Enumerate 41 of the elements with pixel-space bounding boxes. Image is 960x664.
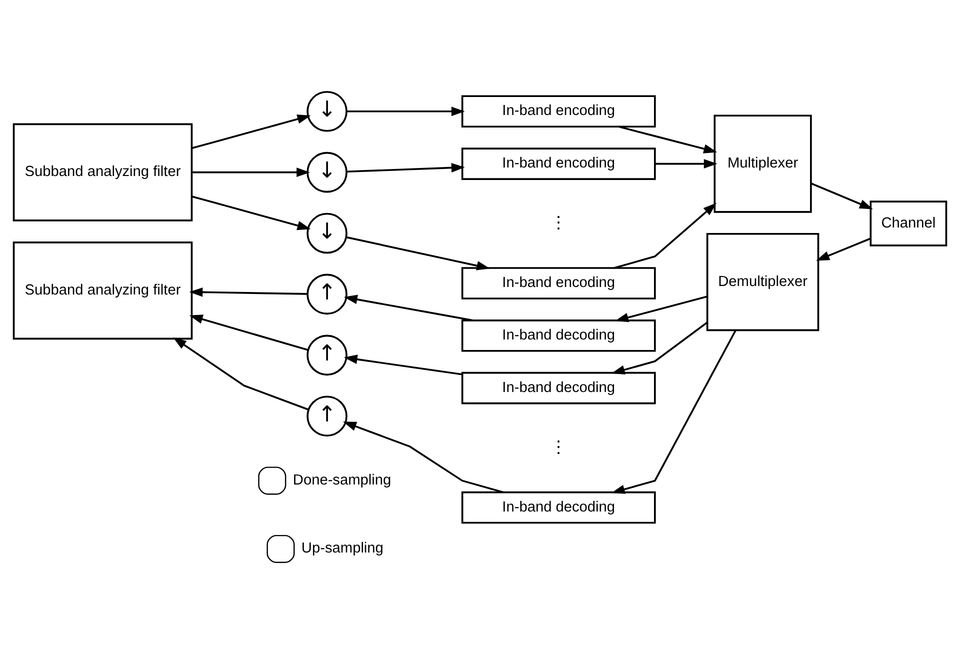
- legend-label: Done-sampling: [292, 472, 392, 488]
- arrow: [346, 236, 490, 270]
- node-circle: ↓: [306, 212, 348, 254]
- node-box: Subband analyzing filter: [12, 123, 193, 222]
- arrow: [344, 294, 474, 322]
- node-circle: ↓: [306, 90, 348, 132]
- arrow: [192, 196, 311, 230]
- arrow: [614, 296, 708, 322]
- node-circle: ↑: [306, 274, 348, 315]
- arrow: [816, 238, 871, 261]
- arrow: [192, 168, 310, 178]
- arrow: [655, 159, 718, 168]
- node-box: In-band encoding: [461, 148, 656, 180]
- arrow: [810, 182, 873, 210]
- node-box: In-band decoding: [461, 491, 656, 524]
- arrow: [611, 330, 736, 494]
- node-box: Subband analyzing filter: [12, 242, 193, 340]
- arrow: [344, 354, 462, 376]
- arrow: [346, 106, 465, 116]
- arrow: [346, 163, 465, 173]
- arrow: [614, 202, 717, 269]
- node-circle: ↑: [306, 334, 348, 376]
- arrow: [189, 314, 308, 351]
- arrow: [173, 337, 309, 410]
- node-circle: ↑: [306, 396, 348, 437]
- legend-label: Up-sampling: [301, 540, 384, 557]
- node-circle: ↓: [306, 152, 348, 193]
- label: ⋮: [550, 213, 568, 232]
- arrow: [618, 126, 718, 154]
- arrow: [342, 422, 504, 494]
- node-box: Demultiplexer: [706, 232, 820, 332]
- node-box: In-band encoding: [461, 95, 656, 128]
- node-box: In-band decoding: [461, 372, 656, 404]
- node-box: Multiplexer: [714, 114, 812, 213]
- arrow: [189, 287, 308, 297]
- label: ⋮: [550, 437, 568, 456]
- arrow: [192, 114, 311, 150]
- node-box: In-band decoding: [461, 320, 656, 352]
- arrow: [611, 322, 708, 374]
- node-box: Channel: [870, 200, 948, 246]
- node-box: In-band encoding: [461, 267, 656, 300]
